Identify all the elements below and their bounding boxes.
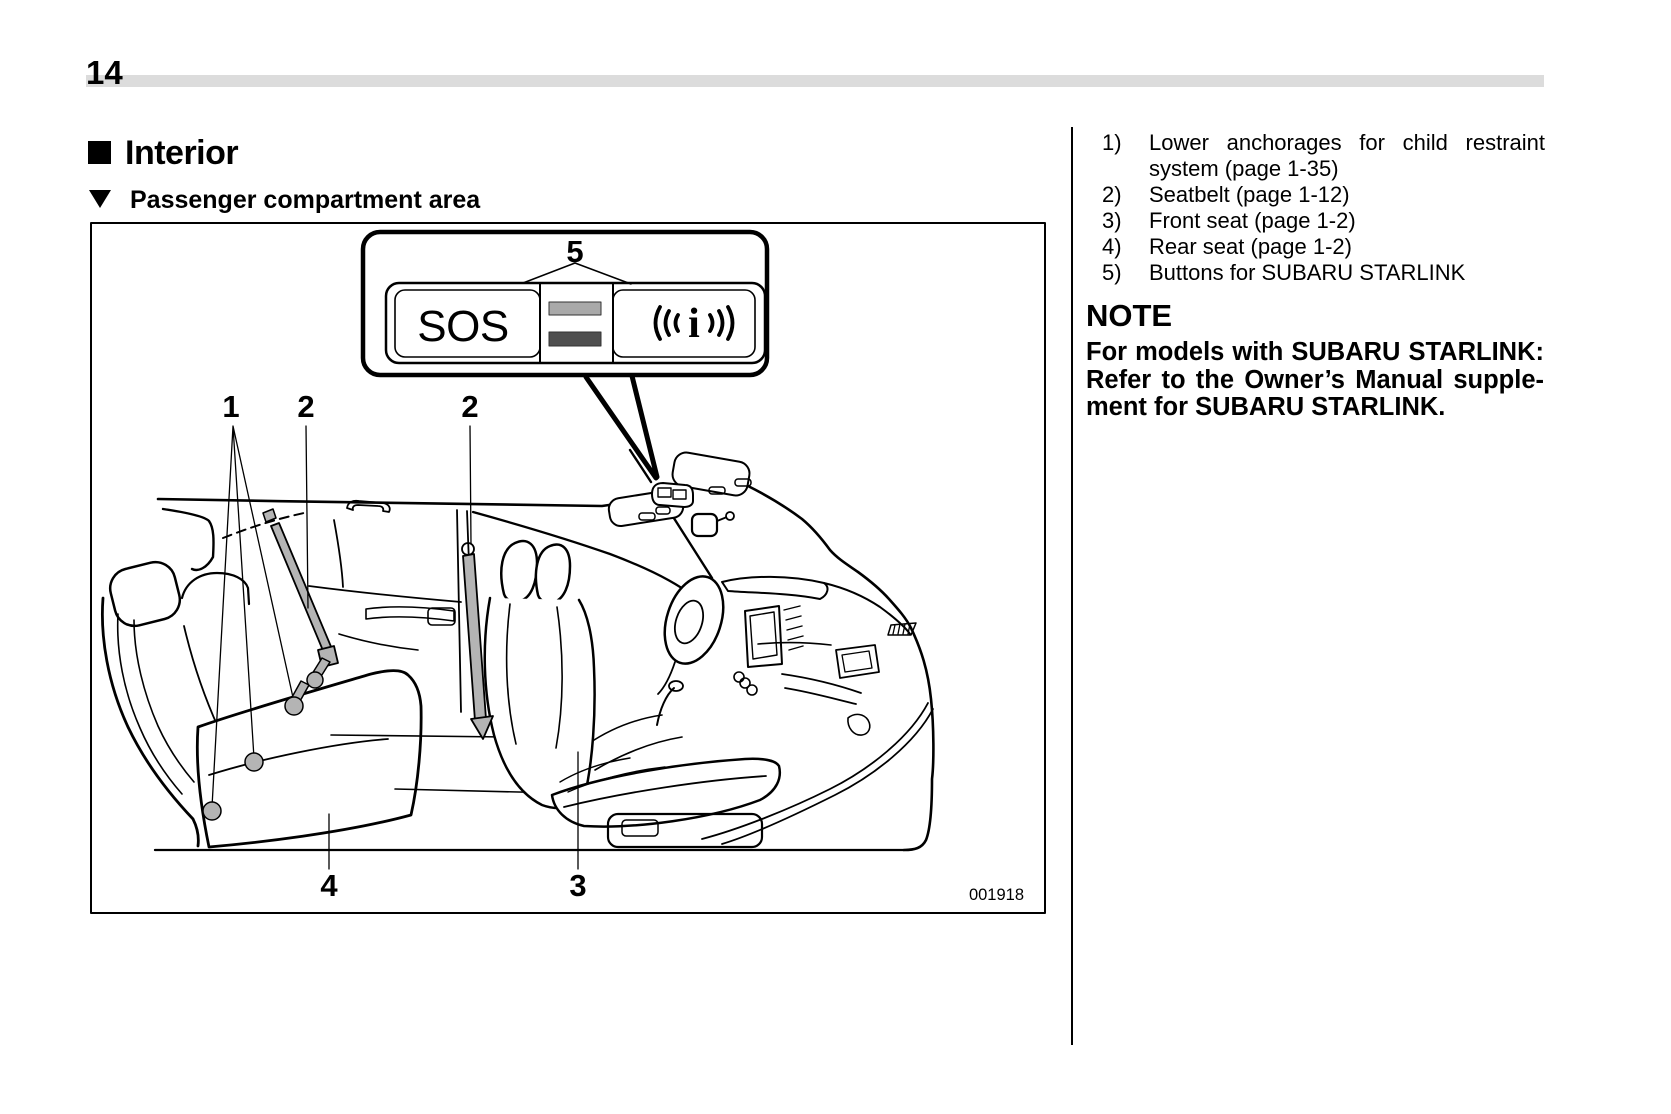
svg-text:2: 2 xyxy=(461,389,478,424)
svg-text:i: i xyxy=(688,301,700,347)
svg-text:1: 1 xyxy=(222,389,239,424)
svg-text:5: 5 xyxy=(566,234,583,269)
svg-text:001918: 001918 xyxy=(969,886,1024,904)
svg-text:3: 3 xyxy=(569,868,586,903)
svg-text:SOS: SOS xyxy=(417,302,508,351)
svg-text:4: 4 xyxy=(320,868,338,903)
svg-text:2: 2 xyxy=(297,389,314,424)
